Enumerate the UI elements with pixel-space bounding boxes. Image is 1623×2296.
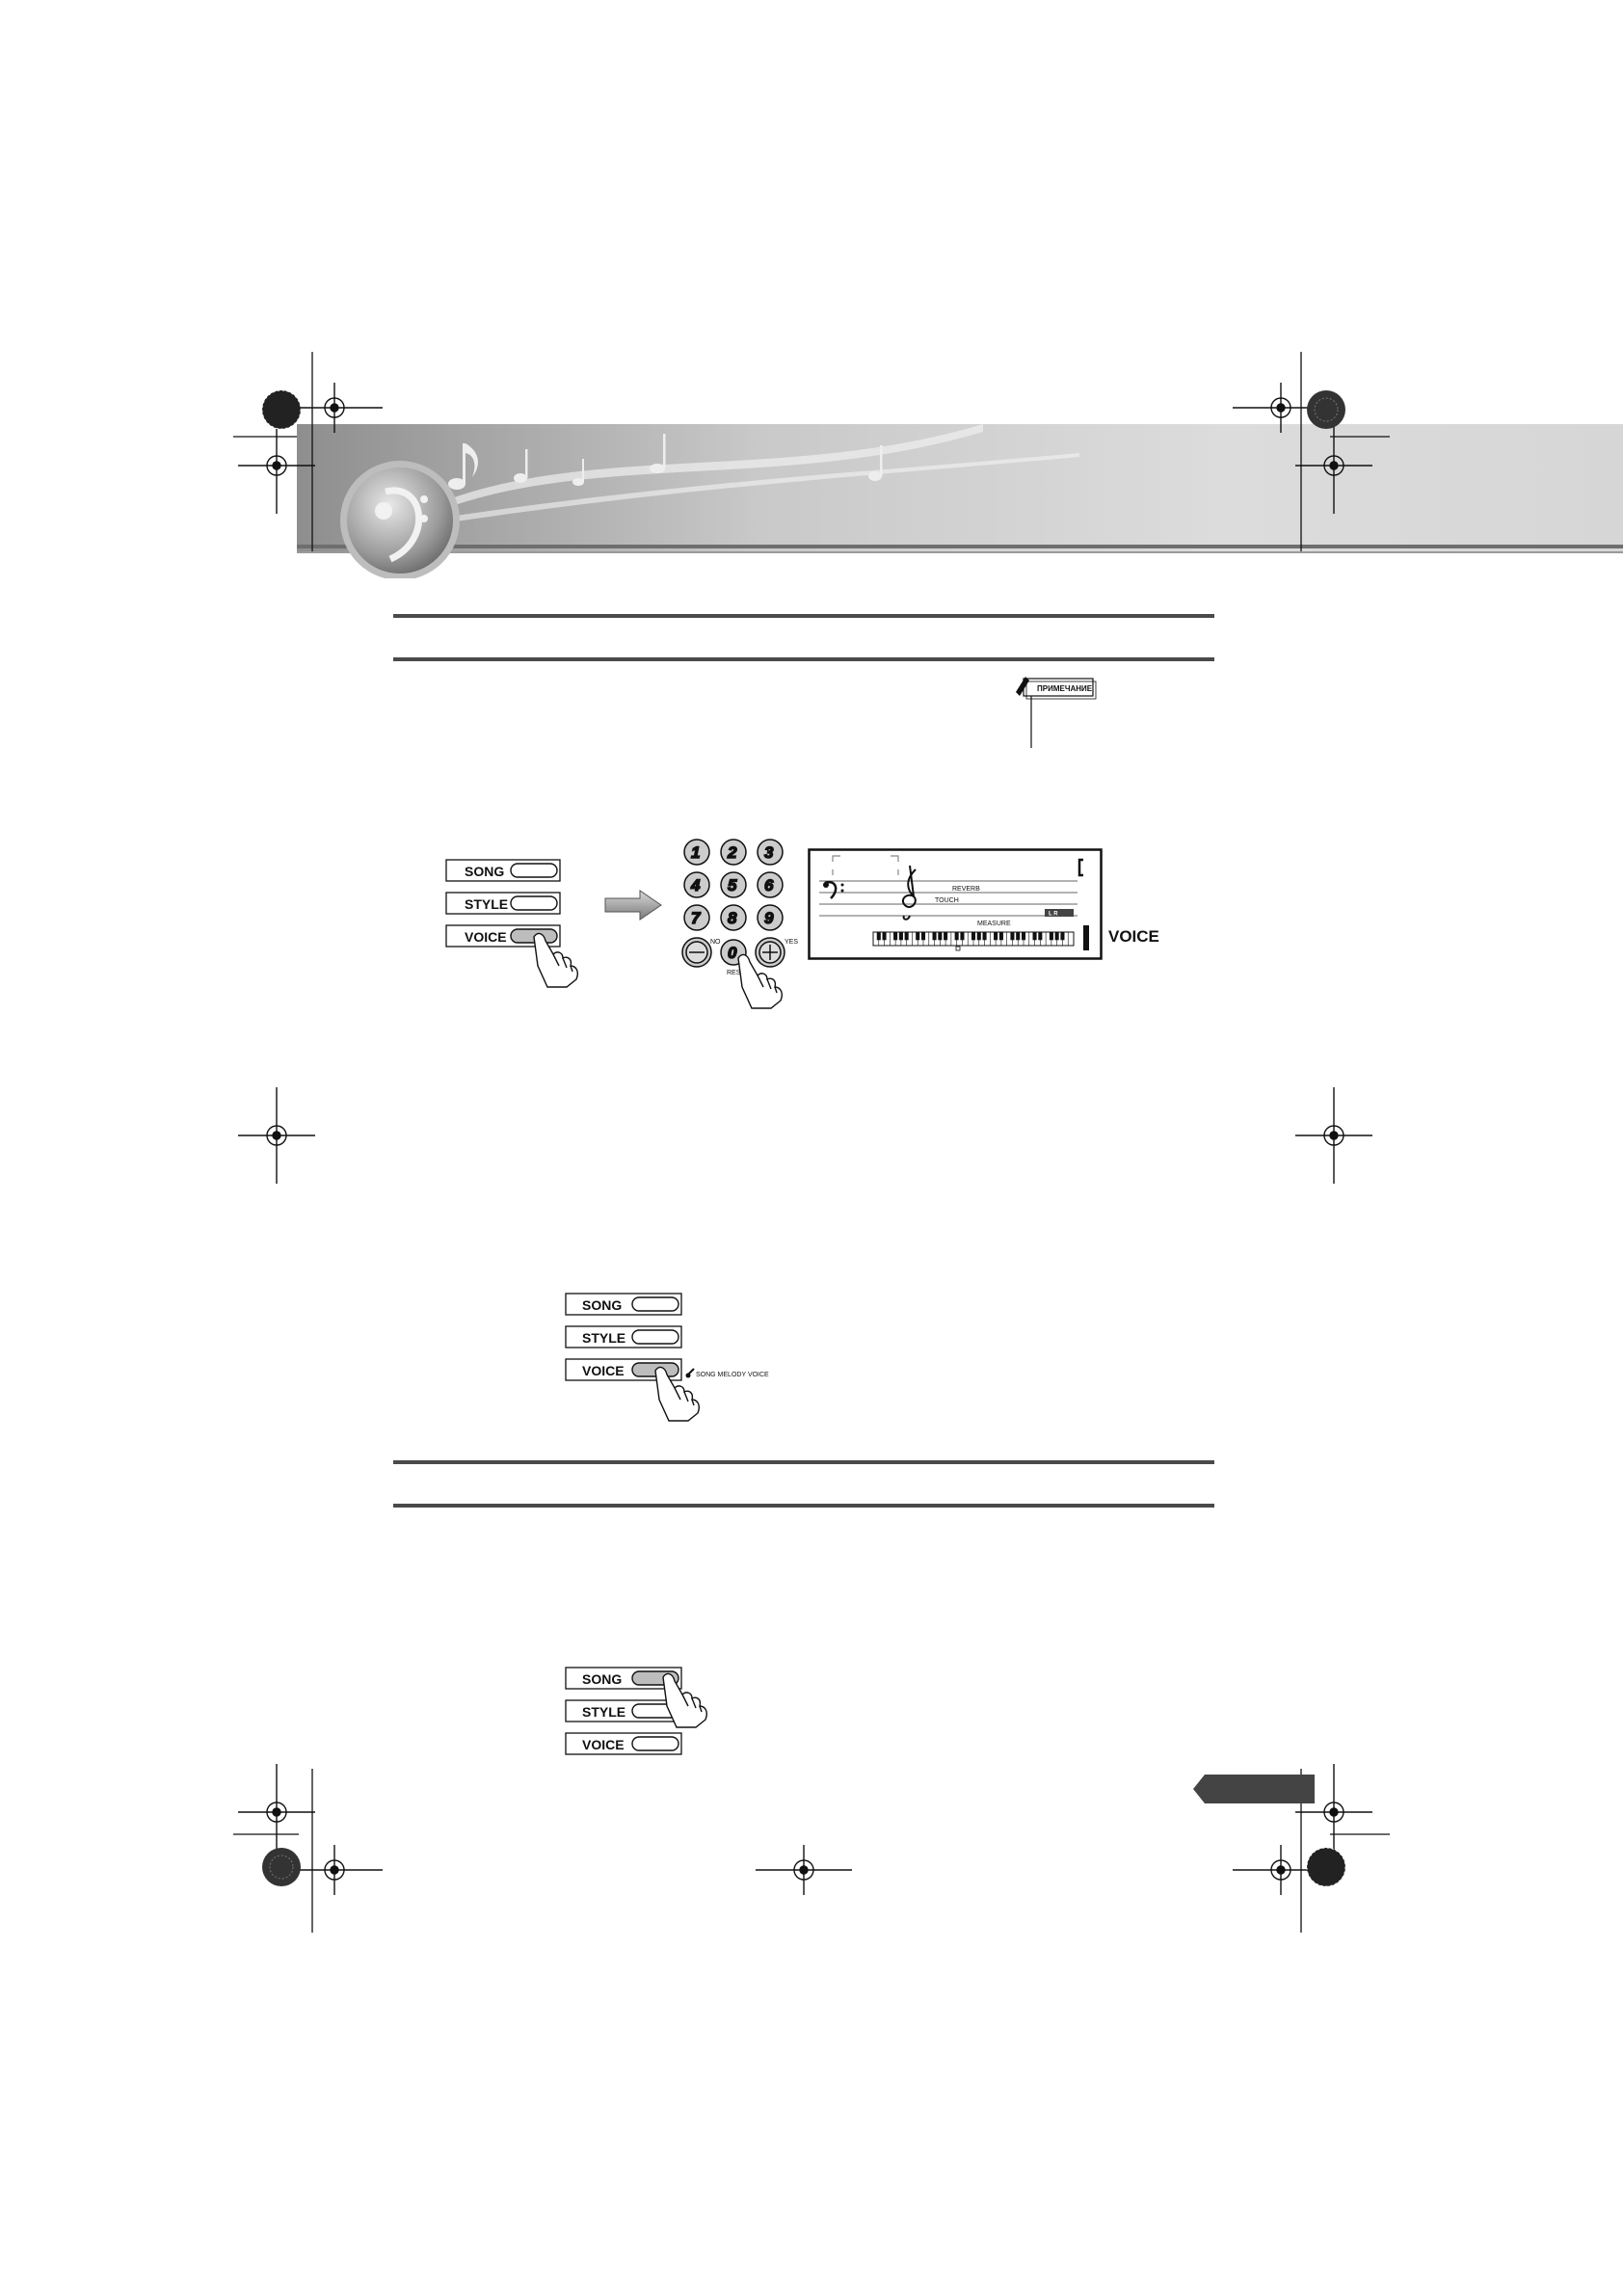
key-9[interactable]: 9	[757, 904, 784, 931]
lcd-display: REVERB TOUCH MEASURE L R	[808, 848, 1103, 960]
reverb-indicator: REVERB	[952, 886, 980, 893]
svg-text:VOICE: VOICE	[582, 1363, 625, 1378]
middle-button-panel: SONG STYLE VOICE SONG MELODY VOICE	[565, 1290, 786, 1425]
svg-text:3: 3	[764, 843, 774, 862]
svg-text:7: 7	[691, 909, 702, 927]
treble-clef-icon	[902, 865, 917, 921]
svg-text:6: 6	[764, 876, 774, 894]
svg-text:STYLE: STYLE	[582, 1330, 625, 1346]
page-tab	[1193, 1775, 1315, 1803]
svg-text:4: 4	[690, 876, 701, 894]
svg-text:1: 1	[691, 843, 700, 862]
voice-button[interactable]: VOICE	[565, 1358, 682, 1381]
section-rule-mid-2	[393, 1504, 1214, 1508]
svg-text:0: 0	[728, 944, 737, 962]
svg-text:2: 2	[727, 843, 737, 862]
top-button-panel: SONG STYLE VOICE	[445, 854, 590, 989]
song-melody-voice-label: SONG MELODY VOICE	[696, 1372, 769, 1378]
svg-text:SONG: SONG	[582, 1671, 622, 1687]
svg-text:SONG: SONG	[465, 864, 504, 879]
no-label: NO	[710, 939, 721, 946]
style-button[interactable]: STYLE	[565, 1699, 682, 1722]
lr-indicator: L R	[1049, 912, 1058, 918]
pointing-hand-icon	[737, 953, 784, 1009]
voice-tag-label: VOICE	[1108, 927, 1159, 946]
voice-tag: VOICE	[1108, 927, 1166, 950]
key-5[interactable]: 5	[720, 871, 747, 898]
touch-indicator: TOUCH	[935, 897, 959, 904]
reset-label: RESET	[727, 970, 750, 976]
numeric-keypad: 1 2 3 4 5 6 7 8 9 0 NO YES RESET	[675, 837, 800, 1010]
svg-text:STYLE: STYLE	[465, 896, 508, 912]
yes-label: YES	[785, 939, 798, 946]
song-button[interactable]: SONG	[565, 1667, 682, 1690]
svg-text:VOICE: VOICE	[465, 929, 507, 945]
pointing-hand-icon	[533, 932, 579, 988]
key-6[interactable]: 6	[757, 871, 784, 898]
note-badge: ПРИМЕЧАНИЕ	[1012, 673, 1099, 750]
svg-text:5: 5	[728, 876, 737, 894]
key-0[interactable]: 0	[720, 939, 747, 966]
pointing-hand-icon	[654, 1366, 701, 1422]
arrow-right-icon	[603, 889, 663, 921]
keyboard-icon	[872, 931, 1075, 947]
svg-text:VOICE: VOICE	[582, 1737, 625, 1752]
style-button[interactable]: STYLE	[445, 892, 561, 915]
key-8[interactable]: 8	[720, 904, 747, 931]
song-button[interactable]: SONG	[565, 1293, 682, 1316]
section-rule-top-1	[393, 614, 1214, 618]
pointing-hand-icon	[662, 1672, 708, 1728]
svg-text:SONG: SONG	[582, 1297, 622, 1313]
voice-button[interactable]: VOICE	[565, 1732, 682, 1755]
section-rule-top-2	[393, 657, 1214, 661]
svg-text:8: 8	[728, 909, 737, 927]
style-button[interactable]: STYLE	[565, 1325, 682, 1348]
key-3[interactable]: 3	[757, 839, 784, 866]
key-7[interactable]: 7	[683, 904, 710, 931]
key-2[interactable]: 2	[720, 839, 747, 866]
key-plus-yes[interactable]	[755, 937, 785, 968]
section-rule-mid-1	[393, 1460, 1214, 1464]
measure-indicator: MEASURE	[977, 921, 1011, 927]
note-label: ПРИМЕЧАНИЕ	[1037, 684, 1093, 693]
header-banner	[0, 0, 1623, 578]
key-minus-no[interactable]	[681, 937, 712, 968]
song-button[interactable]: SONG	[445, 859, 561, 882]
svg-text:9: 9	[764, 909, 774, 927]
bottom-button-panel: SONG STYLE VOICE	[565, 1664, 719, 1760]
svg-text:STYLE: STYLE	[582, 1704, 625, 1720]
key-1[interactable]: 1	[683, 839, 710, 866]
key-4[interactable]: 4	[683, 871, 710, 898]
